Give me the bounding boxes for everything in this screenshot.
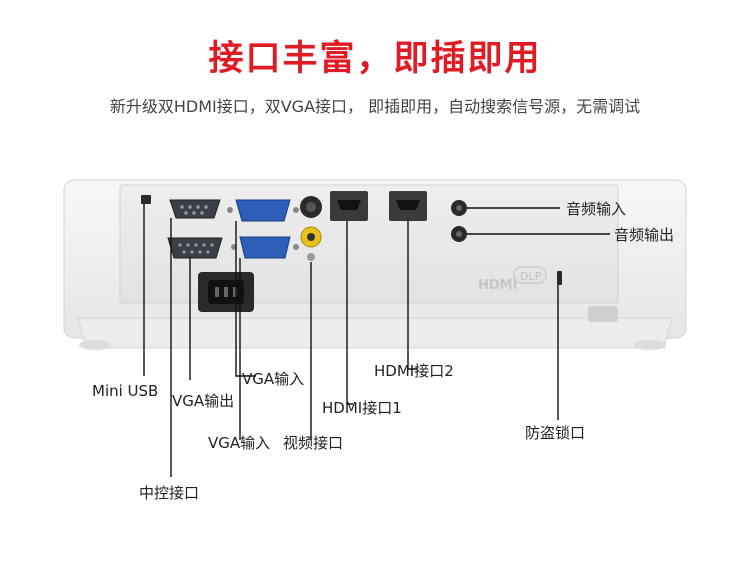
mini-usb-port — [141, 195, 151, 204]
label-audio-out: 音频输出 — [614, 226, 675, 244]
dlp-badge: DLP — [513, 266, 547, 284]
hdmi-badge: HDMI — [478, 278, 517, 293]
hdmi1-port — [330, 191, 368, 221]
leader-hdmi2 — [407, 221, 418, 370]
label-control-port: 中控接口 — [139, 484, 200, 502]
power-socket — [198, 272, 254, 312]
label-vga-out: VGA输出 — [172, 392, 235, 410]
leader-vga-in-upper — [235, 221, 256, 377]
svideo-port — [300, 196, 322, 218]
vga-out-port — [167, 237, 223, 259]
label-hdmi1: HDMI接口1 — [322, 399, 402, 417]
page-title: 接口丰富，即插即用 — [208, 39, 542, 79]
composite-video-port — [300, 226, 322, 261]
audio-out-jack — [451, 226, 467, 242]
label-vga-in-upper: VGA输入 — [242, 370, 305, 388]
label-audio-in: 音频输入 — [566, 200, 627, 218]
label-hdmi2: HDMI接口2 — [374, 362, 454, 380]
vga-in-port-upper — [227, 199, 299, 222]
audio-in-jack — [451, 200, 467, 216]
security-lock-slot — [557, 271, 562, 285]
vga-in-port-lower — [231, 236, 299, 259]
control-serial-port — [169, 199, 221, 219]
leader-hdmi1 — [346, 221, 353, 405]
label-mini-usb: Mini USB — [92, 382, 159, 400]
leader-lines — [143, 204, 610, 477]
page-subtitle: 新升级双HDMI接口，双VGA接口， 即插即用，自动搜索信号源，无需调试 — [109, 97, 641, 116]
label-vga-in-lower: VGA输入 — [208, 434, 271, 452]
dlp-badge-text: DLP — [520, 270, 542, 283]
label-video-port: 视频接口 — [283, 434, 344, 452]
hdmi2-port — [389, 191, 427, 221]
label-security-lock: 防盗锁口 — [525, 424, 586, 442]
